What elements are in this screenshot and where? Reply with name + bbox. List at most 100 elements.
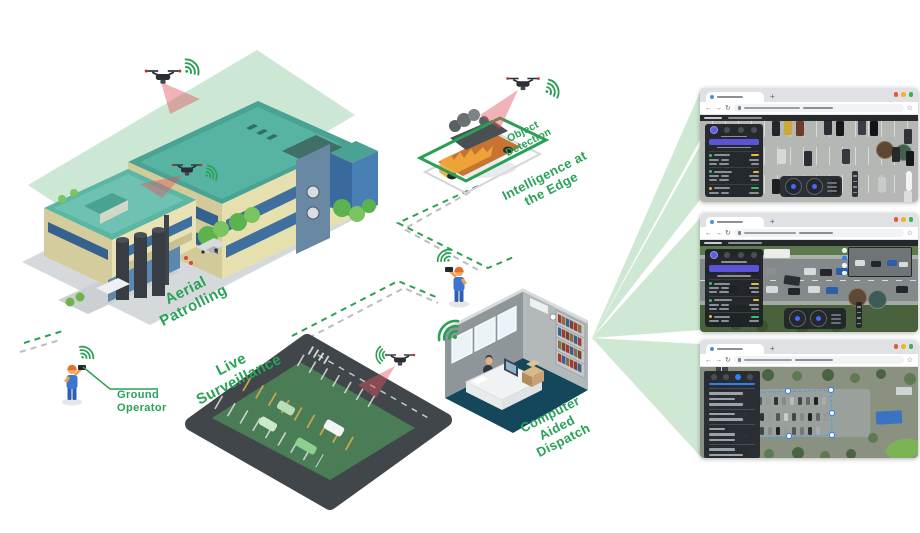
parking-aerial-view	[700, 115, 918, 202]
selection-handle[interactable]	[829, 410, 835, 416]
refresh-icon[interactable]: ↻	[725, 356, 731, 364]
satellite-map-view	[700, 367, 918, 458]
browser-window-parking-ops: + ← → ↻ ☆	[700, 88, 918, 202]
back-icon[interactable]: ←	[705, 229, 712, 237]
browser-tab[interactable]	[706, 92, 764, 102]
telemetry-group	[709, 167, 759, 182]
sidebar-mode-icons[interactable]	[709, 252, 759, 258]
left-joystick	[785, 178, 802, 195]
bus	[96, 278, 130, 294]
menu-group[interactable]	[709, 444, 755, 456]
forward-icon[interactable]: →	[715, 356, 722, 364]
car	[776, 413, 780, 421]
car	[796, 121, 804, 136]
sidebar-mode-icons[interactable]	[709, 374, 755, 380]
menu-group[interactable]	[709, 388, 755, 406]
parking-lot	[185, 334, 452, 510]
refresh-icon[interactable]: ↻	[725, 104, 731, 112]
sidebar-mode-icons[interactable]	[709, 127, 759, 133]
altitude-slider[interactable]	[852, 171, 858, 197]
building	[896, 387, 912, 395]
bookmark-icon[interactable]: ☆	[906, 356, 913, 364]
camera-pip-panel	[848, 247, 912, 277]
map-zoom-control[interactable]	[906, 171, 912, 191]
address-bar[interactable]	[733, 104, 904, 112]
truck	[196, 238, 226, 254]
refresh-icon[interactable]: ↻	[725, 229, 731, 237]
selection-handle[interactable]	[829, 432, 835, 438]
car	[772, 121, 780, 136]
browser-window-mission-planning: + ← → ↻ ☆	[700, 340, 918, 458]
drone-scan-beam	[358, 366, 395, 398]
window-controls[interactable]	[893, 344, 913, 349]
window-controls[interactable]	[893, 217, 913, 222]
car	[774, 397, 778, 405]
wifi-signal-icon	[540, 76, 563, 103]
wifi-signal-icon	[375, 345, 389, 365]
browser-tab-strip: +	[700, 88, 918, 102]
pip-tool-buttons[interactable]	[842, 248, 847, 275]
car	[816, 427, 820, 435]
car	[892, 147, 900, 162]
car	[784, 120, 792, 135]
car	[904, 129, 912, 144]
telemetry-group	[709, 279, 759, 293]
create-mission-button[interactable]	[709, 383, 755, 385]
ground-operator-callout	[82, 366, 158, 390]
car	[798, 397, 802, 405]
left-joystick	[789, 310, 806, 327]
car	[784, 413, 788, 421]
favicon	[710, 220, 714, 224]
virtual-joystick-panel[interactable]	[780, 176, 842, 197]
new-tab-button[interactable]: +	[770, 344, 775, 353]
car	[766, 397, 770, 405]
label-ground-operator: Ground Operator	[117, 389, 167, 415]
mission-planning-sidebar	[704, 371, 760, 458]
selection-handle[interactable]	[785, 388, 791, 394]
browser-tab[interactable]	[706, 344, 764, 354]
drone-icon	[143, 68, 183, 85]
new-tab-button[interactable]: +	[770, 217, 775, 226]
virtual-joystick-panel[interactable]	[784, 308, 846, 329]
browser-tab[interactable]	[706, 217, 764, 227]
altitude-slider[interactable]	[856, 302, 862, 328]
active-mode-icon	[711, 127, 717, 133]
car	[878, 177, 886, 192]
address-bar[interactable]	[733, 356, 904, 364]
ground-operator-figure	[62, 342, 158, 406]
window-controls[interactable]	[893, 92, 913, 97]
car	[806, 397, 810, 405]
new-tab-button[interactable]: +	[770, 92, 775, 101]
car	[896, 286, 908, 293]
wifi-signal-icon	[74, 342, 97, 365]
tree	[792, 447, 804, 458]
car	[766, 286, 778, 293]
car	[804, 151, 812, 166]
drone-scan-beam	[140, 175, 183, 198]
bookmark-icon[interactable]: ☆	[906, 229, 913, 237]
menu-group[interactable]	[709, 408, 755, 421]
close-icon	[893, 217, 898, 222]
car	[784, 427, 788, 435]
traffic-aerial-view	[700, 240, 918, 332]
active-mode-icon	[735, 374, 741, 380]
address-bar[interactable]	[733, 229, 904, 237]
car	[804, 268, 816, 275]
launch-mission-button[interactable]	[709, 139, 759, 145]
selection-handle[interactable]	[786, 433, 792, 439]
drone-icon	[505, 76, 541, 92]
right-joystick	[810, 310, 827, 327]
car	[824, 413, 828, 421]
maximize-icon	[908, 344, 913, 349]
forward-icon[interactable]: →	[715, 104, 722, 112]
telemetry-group	[709, 150, 759, 165]
browser-toolbar: ← → ↻ ☆	[700, 227, 918, 240]
menu-group[interactable]	[709, 423, 755, 441]
launch-mission-button[interactable]	[709, 265, 759, 272]
back-icon[interactable]: ←	[705, 104, 712, 112]
bookmark-icon[interactable]: ☆	[906, 104, 913, 112]
forward-icon[interactable]: →	[715, 229, 722, 237]
selection-handle[interactable]	[828, 387, 834, 393]
back-icon[interactable]: ←	[705, 356, 712, 364]
